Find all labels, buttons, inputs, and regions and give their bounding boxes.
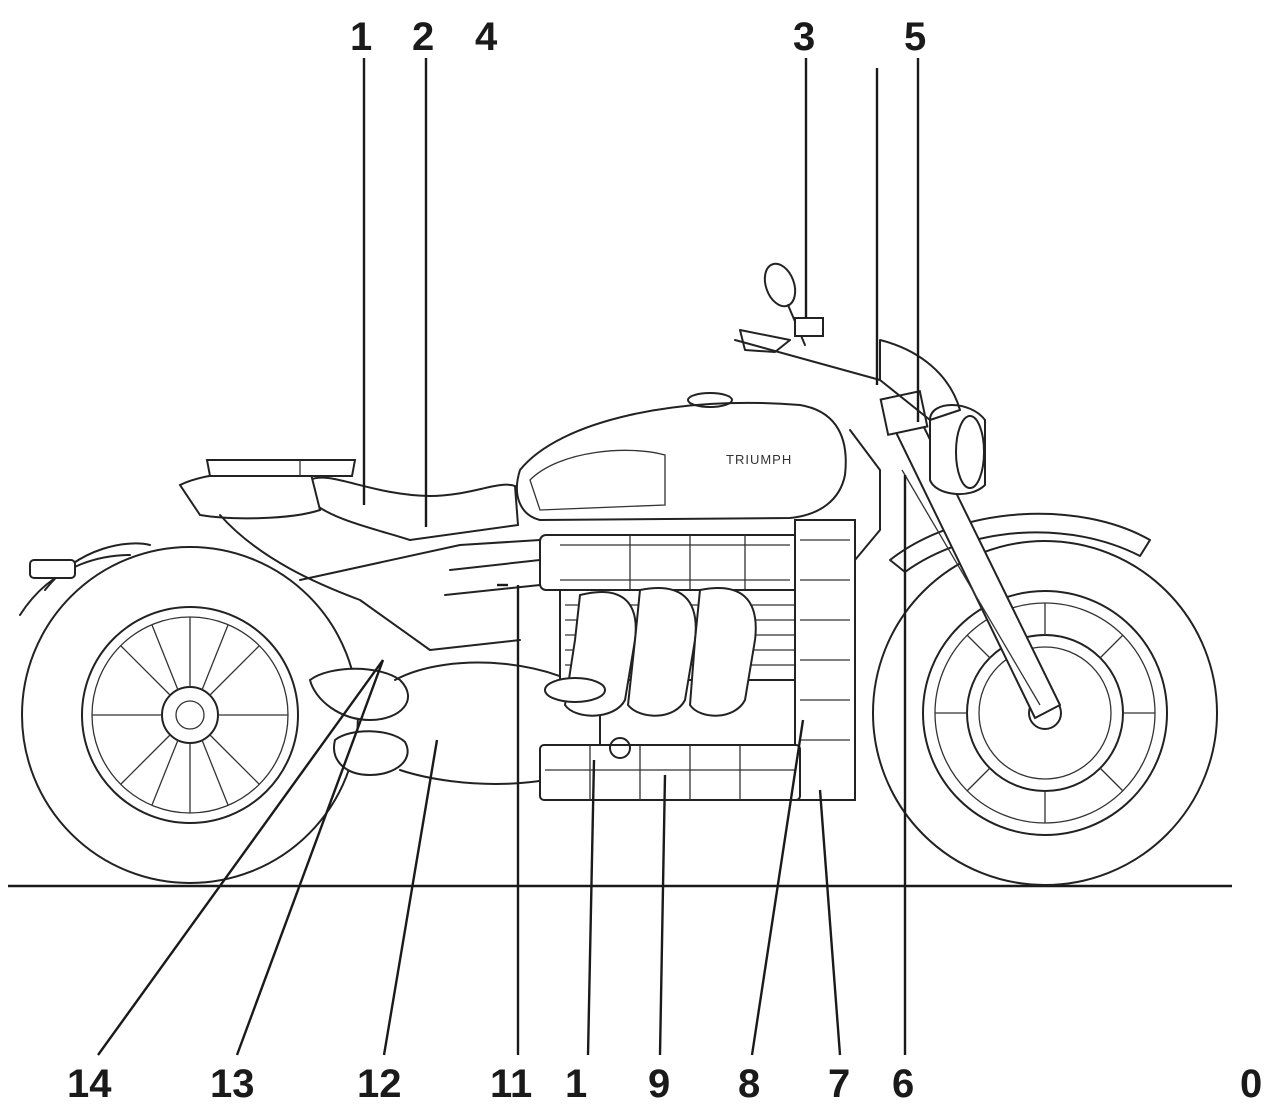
callout-label: 5: [904, 15, 926, 59]
callouts-bottom: 14 13 12 11 1 9 8 7 6: [67, 1062, 914, 1106]
callout-label: 9: [648, 1062, 670, 1106]
motorcycle-illustration: TRIUMPH: [19, 262, 1218, 886]
callout-label: 2: [412, 15, 434, 59]
engine: [539, 519, 856, 801]
callout-label: 14: [67, 1062, 112, 1106]
callout-label: 3: [793, 15, 815, 59]
callout-label: 7: [828, 1062, 850, 1106]
callout-label: 8: [738, 1062, 760, 1106]
page-marker: 0: [1240, 1062, 1262, 1106]
front-wheel: [872, 540, 1218, 886]
callout-label: 11: [490, 1062, 532, 1106]
callout-label: 13: [210, 1062, 255, 1106]
leader-lines: [97, 58, 920, 1056]
callouts-top: 1 2 4 3 5: [350, 15, 926, 59]
callout-label: 4: [475, 15, 498, 59]
tank-logo: TRIUMPH: [726, 452, 792, 467]
callout-label: 12: [357, 1062, 402, 1106]
callout-label: 6: [892, 1062, 914, 1106]
rear-wheel: [21, 546, 359, 884]
callout-label: 1: [350, 15, 372, 59]
callout-label: 1: [565, 1062, 587, 1106]
